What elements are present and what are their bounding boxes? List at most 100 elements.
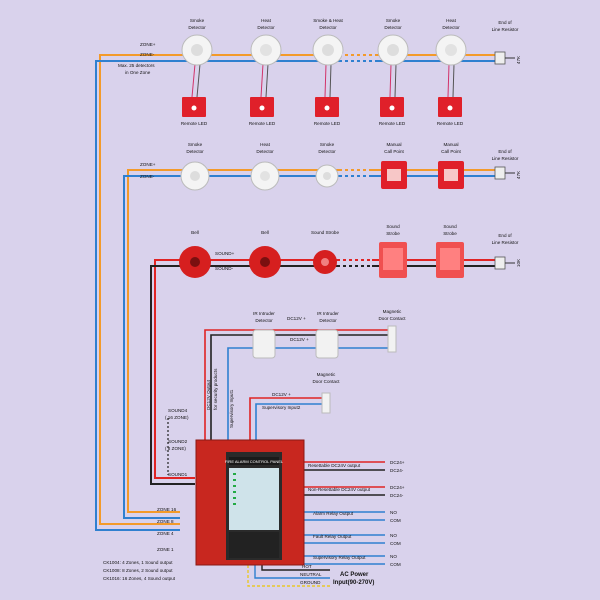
- device-label: Detector: [188, 25, 206, 30]
- device-label: Smoke: [188, 142, 203, 147]
- dc12v-output-label: DC12V Output: [206, 379, 211, 410]
- zone1-devices: [181, 34, 467, 66]
- zone-minus-label: ZONE-: [140, 174, 155, 179]
- model-line: CK1008: 8 Zones, 2 Sound output: [103, 568, 173, 573]
- terminal-label: COM: [390, 518, 401, 523]
- device-label: Manual: [386, 142, 401, 147]
- eol-resistor-2: [494, 166, 515, 180]
- sound-zone-labels: SOUND4 ( 16 ZONE) SOUND2 ( 8 ZONE) SOUND…: [165, 408, 189, 477]
- terminal-label: DC24+: [390, 460, 405, 465]
- terminal-label: COM: [390, 541, 401, 546]
- zone1-label: ZONE 1: [157, 547, 174, 552]
- zone4-label: ZONE 4: [157, 531, 174, 536]
- neutral-label: NEUTRAL: [300, 572, 322, 577]
- terminal-label: COM: [390, 562, 401, 567]
- device-label: Detector: [318, 149, 336, 154]
- eol-label: Line Resistor: [492, 27, 519, 32]
- output-label: Non-Resettable DC24V output: [308, 487, 371, 492]
- output-label: Alarm Relay Output: [313, 511, 354, 516]
- ac-power-label: AC Power: [340, 572, 369, 578]
- model-line: CK1016: 16 Zones, 4 Sound output: [103, 576, 176, 581]
- eol-label: End of: [498, 20, 512, 25]
- device-label: Heat: [260, 142, 270, 147]
- dc12v-label: DC12V +: [290, 337, 309, 342]
- device-label: IR Intruder: [253, 311, 275, 316]
- sound-devices: [179, 242, 464, 278]
- model-labels: CK1004: 4 Zones, 1 Sound output CK1008: …: [103, 560, 176, 581]
- sound1-label: SOUND1: [168, 472, 188, 477]
- zone8-label: ZONE 8: [157, 519, 174, 524]
- eol-label: Line Resistor: [492, 240, 519, 245]
- ground-label: GROUND: [300, 580, 321, 585]
- door-contact-icon: [321, 392, 331, 414]
- terminal-label: NO: [390, 554, 397, 559]
- ir-intruder-detector-icon: [315, 329, 339, 359]
- eol-resistor-1: [494, 51, 515, 65]
- eol-label: End of: [498, 233, 512, 238]
- zone-labels: ZONE 16 ZONE 8 ZONE 4 ZONE 1: [157, 507, 177, 552]
- dc12v-label: DC12V +: [272, 392, 291, 397]
- device-label: Call Point: [441, 149, 461, 154]
- zone1-labels: ZONE+ ZONE- Max. 25 detectors in One Zon…: [118, 18, 521, 126]
- output-labels: Resettable DC24V output DC24+ DC24- Non-…: [308, 460, 405, 567]
- remote-led-label: Remote LED: [181, 121, 208, 126]
- device-label: Strobe: [443, 231, 457, 236]
- zone-minus-label: ZONE-: [140, 52, 155, 57]
- device-label: Detector: [319, 25, 337, 30]
- device-label: Strobe: [386, 231, 400, 236]
- device-label: Detector: [384, 25, 402, 30]
- sound2-sub-label: ( 8 ZONE): [165, 446, 186, 451]
- device-label: Magnetic: [317, 372, 336, 377]
- supervisory-input-label: Supervisory Input1: [229, 389, 234, 428]
- remote-led-label: Remote LED: [249, 121, 276, 126]
- device-label: Detector: [256, 149, 274, 154]
- output-wires: [300, 461, 385, 565]
- device-label: Sound: [443, 224, 457, 229]
- device-label: Door Contact: [378, 316, 406, 321]
- device-label: Heat: [261, 18, 271, 23]
- device-label: Heat: [446, 18, 456, 23]
- device-label: Detector: [319, 318, 337, 323]
- power-labels: HOT NEUTRAL GROUND AC Power Input(90-270…: [300, 564, 374, 586]
- terminal-label: DC24+: [390, 485, 405, 490]
- eol-value: 47K: [516, 170, 521, 179]
- door-contact-icon: [387, 325, 397, 353]
- zone16-label: ZONE 16: [157, 507, 177, 512]
- remote-led-label: Remote LED: [379, 121, 406, 126]
- zone2-labels: ZONE+ ZONE- Smoke Detector Heat Detector…: [140, 142, 521, 179]
- max-detectors-note: in One Zone: [125, 70, 151, 75]
- output-label: Resettable DC24V output: [308, 463, 361, 468]
- security-labels: IR Intruder Detector DC12V + IR Intruder…: [206, 309, 406, 428]
- output-label: Fault Relay Output: [313, 534, 352, 539]
- remote-led-label: Remote LED: [437, 121, 464, 126]
- device-label: Manual: [443, 142, 458, 147]
- device-label: Sound Strobe: [311, 230, 340, 235]
- sound-labels: SOUND+ SOUND- Bell Bell Sound Strobe Sou…: [191, 224, 521, 271]
- max-detectors-note: Max. 25 detectors: [118, 63, 155, 68]
- security-devices: [252, 325, 397, 414]
- eol-label: Line Resistor: [492, 156, 519, 161]
- ac-power-label: Input(90-270V): [333, 580, 374, 586]
- device-label: Smoke: [190, 18, 205, 23]
- sound-plus-label: SOUND+: [215, 251, 235, 256]
- zone1-wires: [95, 54, 495, 531]
- dc12v-label: DC12V +: [287, 316, 306, 321]
- terminal-label: DC24-: [390, 468, 404, 473]
- model-line: CK1004: 4 Zones, 1 Sound output: [103, 560, 173, 565]
- remote-led-label: Remote LED: [314, 121, 341, 126]
- device-label: Detector: [442, 25, 460, 30]
- remote-leds: [182, 97, 462, 117]
- device-label: Smoke & Heat: [313, 18, 343, 23]
- zone2-wires: [123, 169, 495, 519]
- sound4-label: SOUND4: [168, 408, 188, 413]
- control-panel: [195, 439, 305, 566]
- panel-title: FIRE ALARM CONTROL PANEL: [225, 459, 284, 464]
- device-label: IR Intruder: [317, 311, 339, 316]
- eol-value: 10K: [516, 258, 521, 267]
- output-label: Supervisory Relay Output: [313, 555, 366, 560]
- terminal-label: NO: [390, 533, 397, 538]
- device-label: Call Point: [384, 149, 404, 154]
- device-label: Bell: [191, 230, 199, 235]
- device-label: Sound: [386, 224, 400, 229]
